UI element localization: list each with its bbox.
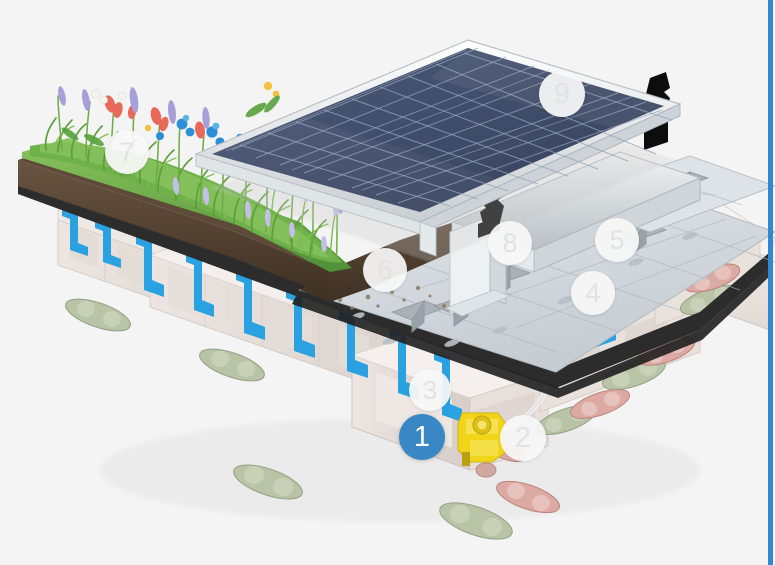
vegetation-layer [22, 81, 352, 272]
badge-label: 6 [377, 254, 393, 285]
badge-9[interactable]: 9 [539, 71, 585, 117]
upper-deck [18, 39, 775, 398]
badge-1[interactable]: 1 [399, 414, 445, 460]
badge-8[interactable]: 8 [488, 221, 532, 265]
badge-label: 4 [585, 277, 601, 308]
right-accent-rail [768, 0, 773, 565]
membrane-lip [292, 268, 770, 398]
badge-label: 8 [502, 227, 518, 258]
badge-4[interactable]: 4 [571, 271, 615, 315]
badge-label: 9 [553, 77, 571, 110]
badge-label: 2 [514, 421, 532, 454]
badge-3[interactable]: 3 [409, 369, 451, 411]
badge-label: 7 [119, 136, 135, 167]
badge-5[interactable]: 5 [595, 218, 639, 262]
badge-6[interactable]: 6 [363, 248, 407, 292]
badge-2[interactable]: 2 [500, 415, 546, 461]
badge-label: 1 [413, 420, 431, 453]
badge-7[interactable]: 7 [105, 130, 149, 174]
badge-label: 3 [422, 375, 438, 405]
yellow-clamp-connector [457, 319, 555, 478]
pv-frame-underside [419, 221, 437, 257]
badge-label: 5 [609, 224, 625, 255]
